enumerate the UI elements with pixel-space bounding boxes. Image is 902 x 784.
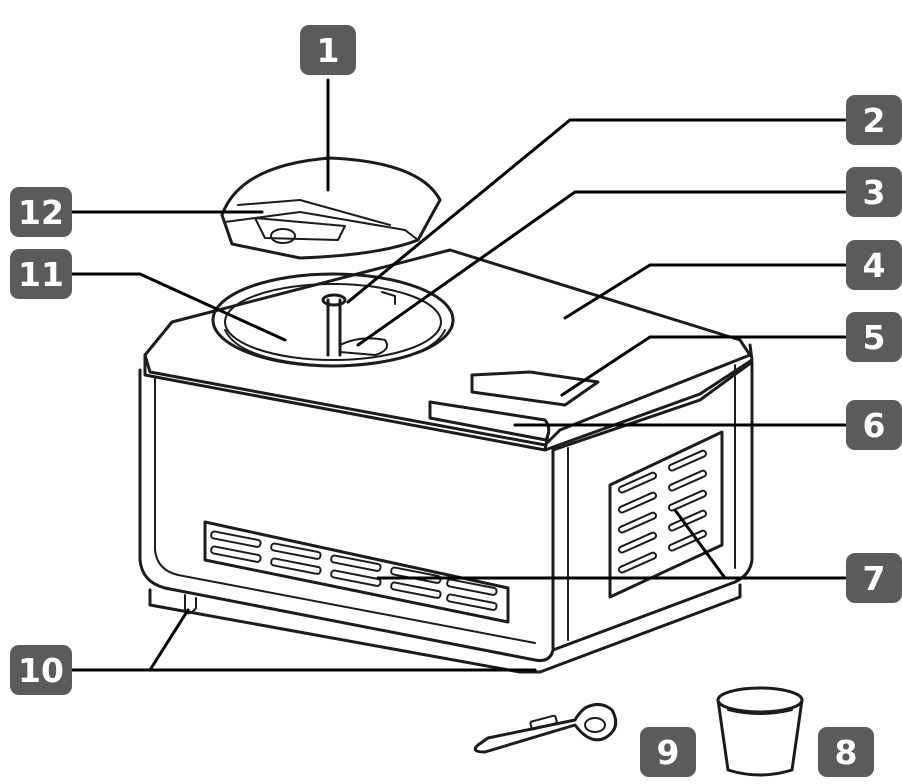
side-vent-slots (618, 450, 707, 574)
callout-7: 7 (846, 553, 902, 603)
callout-4: 4 (846, 240, 902, 290)
callout-9: 9 (640, 727, 696, 777)
callout-1: 1 (300, 25, 356, 75)
measuring-cup (718, 688, 802, 775)
callout-8: 8 (818, 727, 874, 777)
measuring-spoon (475, 704, 615, 752)
callout-2: 2 (846, 95, 902, 145)
machine-body (140, 250, 752, 672)
lid (222, 158, 440, 258)
callout-6: 6 (846, 400, 902, 450)
callout-3: 3 (846, 167, 902, 217)
callout-12: 12 (10, 187, 72, 237)
callout-10: 10 (10, 645, 72, 695)
callout-5: 5 (846, 312, 902, 362)
callout-11: 11 (10, 249, 72, 299)
